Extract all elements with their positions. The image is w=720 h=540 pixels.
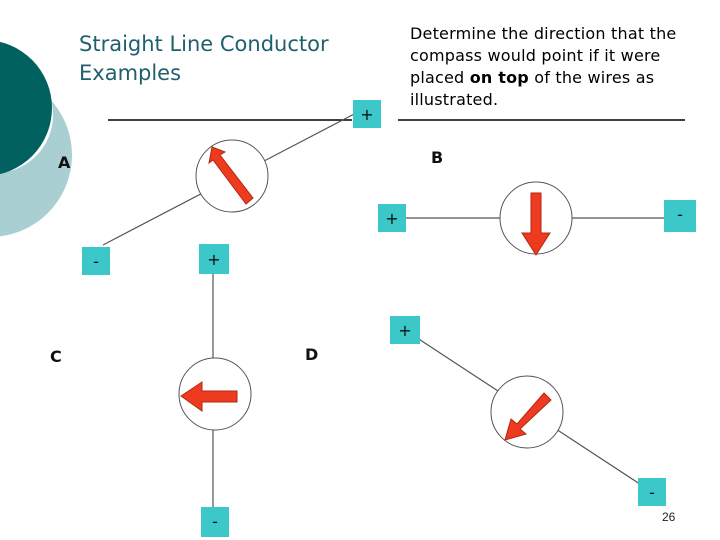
label-b: B [431, 148, 443, 167]
example-a: + - A [58, 100, 381, 275]
minus-terminal-b [664, 200, 696, 232]
label-c: C [50, 347, 62, 366]
slide-decoration [0, 41, 72, 237]
plus-sign-a: + [360, 105, 373, 124]
compass-needle-c [180, 381, 238, 412]
minus-sign-a: - [93, 252, 99, 271]
plus-sign-b: + [385, 209, 398, 228]
label-a: A [58, 153, 71, 172]
minus-sign-c: - [212, 512, 218, 531]
question-pre: Determine the direction that the compass… [410, 24, 677, 87]
question-text: Determine the direction that the compass… [410, 23, 715, 111]
minus-terminal-d [638, 478, 666, 506]
compass-needle-a [208, 146, 254, 205]
question-emphasis: on top [469, 68, 529, 87]
plus-terminal-d [390, 316, 420, 344]
slide-title: Straight Line Conductor Examples [79, 32, 329, 85]
plus-terminal-c [199, 244, 229, 274]
example-b: + - B [378, 148, 696, 256]
compass-needle-d [504, 392, 552, 441]
compass-needle-b [521, 192, 551, 256]
plus-sign-d: + [398, 321, 411, 340]
decor-dark-circle [0, 41, 52, 175]
plus-terminal-a [353, 100, 381, 128]
minus-sign-d: - [649, 483, 655, 502]
question-post: of the wires as illustrated. [410, 68, 655, 109]
label-d: D [305, 345, 318, 364]
page-number: 26 [662, 510, 676, 524]
minus-sign-b: - [677, 205, 683, 224]
minus-terminal-c [201, 507, 229, 537]
plus-sign-c: + [207, 250, 220, 269]
plus-terminal-b [378, 204, 406, 232]
example-d: + - D [305, 316, 666, 506]
example-c: + - C [50, 244, 252, 537]
minus-terminal-a [82, 247, 110, 275]
